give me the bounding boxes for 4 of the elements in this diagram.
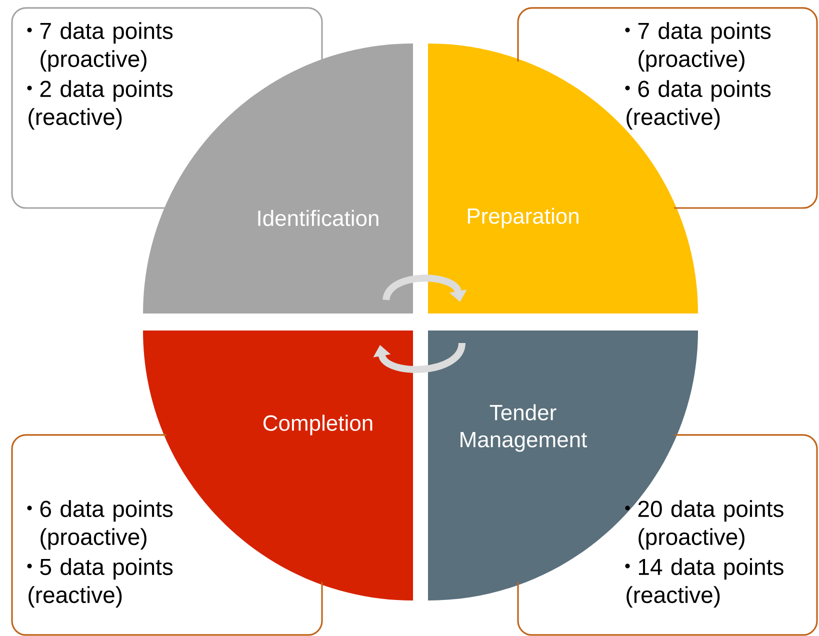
text-box: 7 data points (proactive) 2 data points (reactive)	[11, 7, 323, 209]
cycle-arrow	[373, 342, 466, 373]
text-box: 6 data points (proactive) 5 data points (reactive)	[11, 434, 323, 636]
text-box: 7 data points (proactive) 6 data points (reactive)	[517, 7, 818, 209]
